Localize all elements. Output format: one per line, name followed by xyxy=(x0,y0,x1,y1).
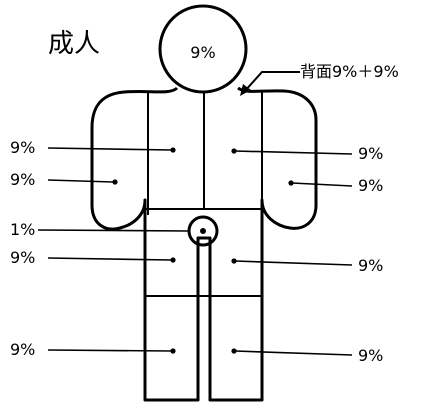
left-forearm-leader xyxy=(47,179,114,183)
left-lower-leg-label: 9% xyxy=(10,340,35,359)
right-upper-arm-label: 9% xyxy=(358,144,383,163)
genital-leader xyxy=(37,229,190,232)
left-upper-arm-dot xyxy=(170,147,176,153)
left-lower-leg-leader xyxy=(47,349,173,352)
left-forearm-label: 9% xyxy=(10,170,35,189)
right-lower-leg-label: 9% xyxy=(358,346,383,365)
left-thigh-dot xyxy=(170,257,176,263)
right-thigh-leader xyxy=(234,260,353,266)
right-thigh-label: 9% xyxy=(358,256,383,275)
right-forearm-label: 9% xyxy=(358,176,383,195)
left-thigh-leader xyxy=(47,257,173,261)
right-forearm-dot xyxy=(288,180,294,186)
body-outline xyxy=(90,86,318,402)
genital-dot xyxy=(200,228,206,234)
left-upper-arm-leader xyxy=(47,147,173,151)
back-arrow-head xyxy=(240,84,251,96)
right-lower-leg-dot xyxy=(231,348,237,354)
left-lower-leg-dot xyxy=(170,348,176,354)
left-forearm-dot xyxy=(112,179,118,185)
right-lower-leg-leader xyxy=(234,350,353,356)
genital-label: 1% xyxy=(10,220,35,239)
left-thigh-label: 9% xyxy=(10,248,35,267)
left-upper-arm-label: 9% xyxy=(10,138,35,157)
back-percent-label: 背面9%＋9% xyxy=(300,62,399,81)
right-thigh-dot xyxy=(231,258,237,264)
right-upper-arm-dot xyxy=(231,148,237,154)
head-percent-label: 9% xyxy=(190,43,215,62)
diagram-title: 成人 xyxy=(48,29,100,59)
right-upper-arm-leader xyxy=(234,150,353,155)
right-forearm-leader xyxy=(291,182,353,187)
back-arrow-line xyxy=(243,71,300,93)
